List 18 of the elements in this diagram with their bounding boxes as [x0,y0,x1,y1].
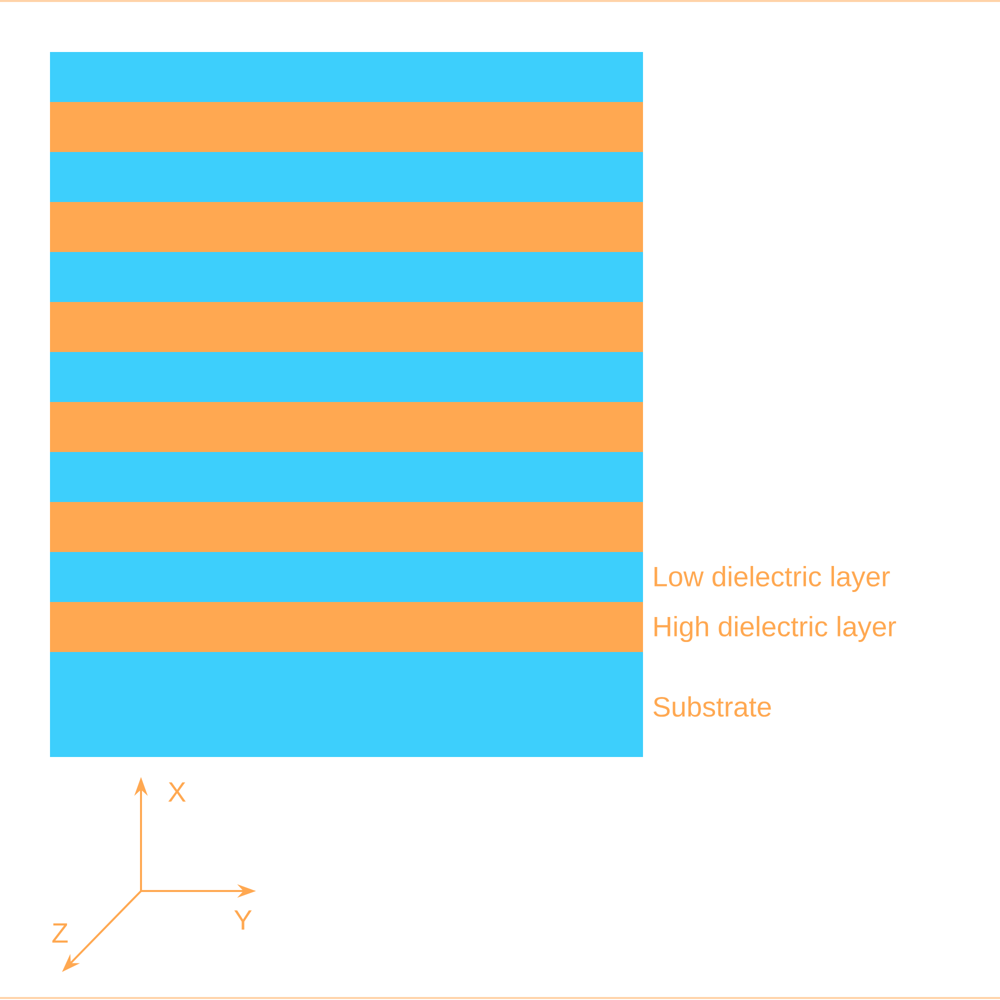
layer-band [50,602,643,652]
layer-label: Substrate [654,696,771,717]
layer-band [50,652,643,757]
layer-band [50,152,643,202]
layer-label: Low dielectric layer [654,566,890,592]
layer-band [50,552,643,602]
axis-label: Z [52,923,68,943]
layer-band [50,302,643,352]
layer-band [50,502,643,552]
layer-band [50,352,643,402]
layer-label: High dielectric layer [654,616,896,642]
layer-band [50,52,643,102]
layer-band [50,102,643,152]
layer-band [50,202,643,252]
layer-band [50,402,643,452]
layer-band [50,452,643,502]
layer-band [50,252,643,302]
axis-label: Y [234,910,252,930]
